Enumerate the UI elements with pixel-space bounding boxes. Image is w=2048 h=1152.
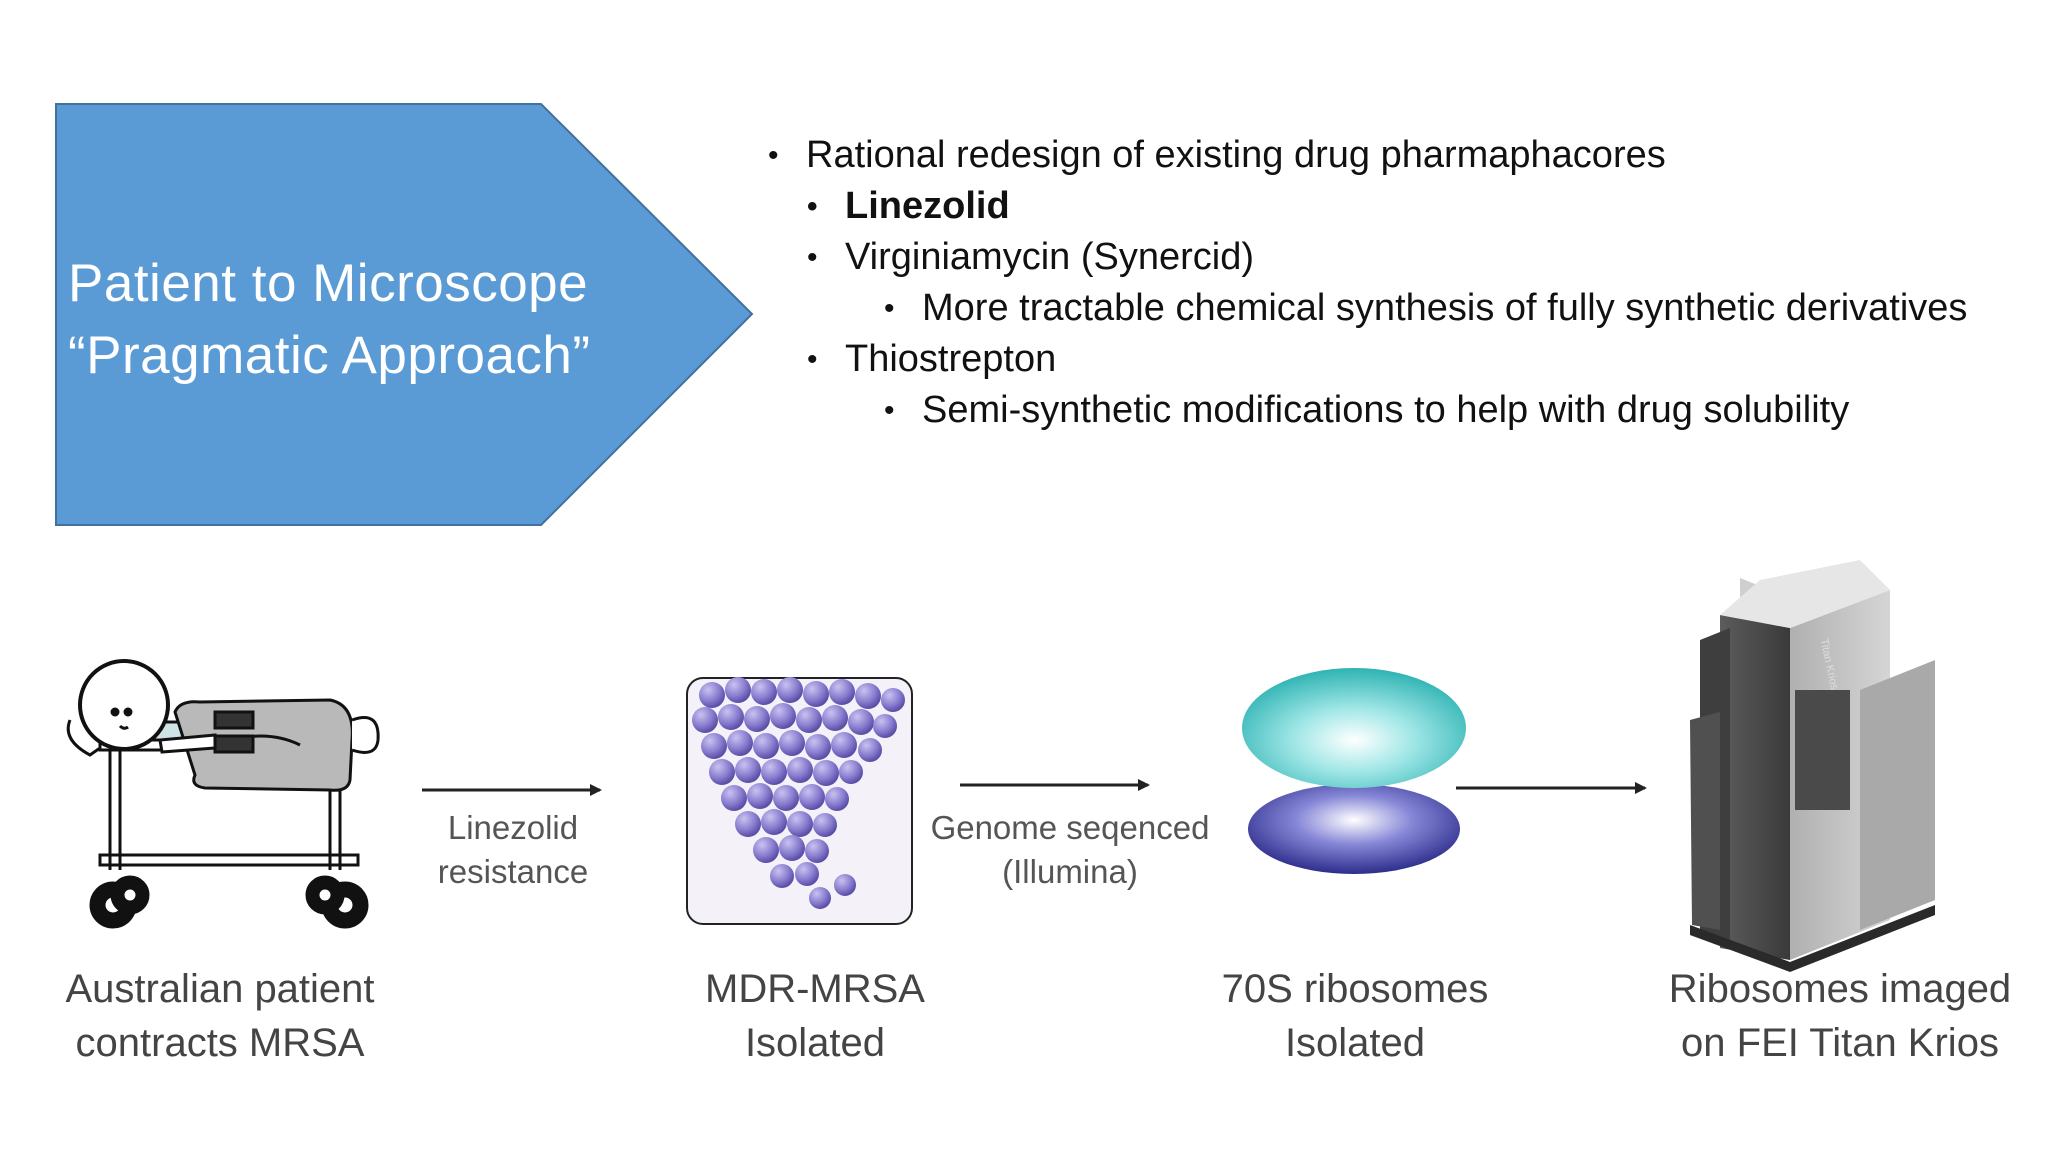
bullet-text: More tractable chemical synthesis of ful… bbox=[922, 287, 1968, 329]
step-caption-patient: Australian patient contracts MRSA bbox=[20, 962, 420, 1070]
bullet-dot-icon: • bbox=[768, 139, 779, 172]
caption-line-2: contracts MRSA bbox=[75, 1021, 365, 1065]
bullet-text: Semi-synthetic modifications to help wit… bbox=[922, 389, 1850, 431]
caption-line-1: MDR-MRSA bbox=[705, 967, 925, 1011]
ribosome-icon bbox=[1242, 668, 1466, 874]
caption-line-2: on FEI Titan Krios bbox=[1681, 1021, 1999, 1065]
bullet-list: • Rational redesign of existing drug phar… bbox=[768, 130, 2008, 436]
bullet-item: • More tractable chemical synthesis of fu… bbox=[768, 283, 1982, 334]
patient-on-gurney-icon bbox=[66, 659, 380, 929]
arrow-label-2-line-1: Genome seqenced bbox=[930, 809, 1210, 846]
bullet-text: Linezolid bbox=[845, 185, 1010, 227]
bullet-text: Virginiamycin (Synercid) bbox=[845, 236, 1254, 278]
bullet-item: • Rational redesign of existing drug phar… bbox=[768, 130, 2008, 181]
bullet-dot-icon: • bbox=[807, 343, 818, 376]
caption-line-1: Australian patient bbox=[65, 967, 375, 1011]
bullet-text: Rational redesign of existing drug pharm… bbox=[806, 134, 1666, 176]
caption-line-1: 70S ribosomes bbox=[1221, 967, 1489, 1011]
bullet-dot-icon: • bbox=[807, 190, 818, 223]
caption-line-2: Isolated bbox=[744, 1021, 886, 1065]
bullet-dot-icon: • bbox=[807, 241, 818, 274]
bullet-item: • Linezolid bbox=[768, 181, 2008, 232]
microscope-image bbox=[1690, 560, 1935, 972]
bullet-item: • Virginiamycin (Synercid) bbox=[768, 232, 2008, 283]
title-line-2: “Pragmatic Approach” bbox=[68, 326, 591, 385]
step-caption-bacteria: MDR-MRSA Isolated bbox=[640, 962, 990, 1070]
title-line-1: Patient to Microscope bbox=[68, 254, 589, 313]
bullet-dot-icon: • bbox=[884, 394, 895, 427]
title-box: Patient to Microscope “Pragmatic Approac… bbox=[68, 248, 668, 392]
bullet-item: • Thiostrepton bbox=[768, 334, 2008, 385]
arrow-label-1: Linezolid resistance bbox=[418, 806, 608, 894]
bullet-item: • Semi-synthetic modifications to help wi… bbox=[768, 385, 1982, 436]
caption-line-1: Ribosomes imaged bbox=[1668, 967, 2012, 1011]
bullet-dot-icon: • bbox=[884, 292, 895, 325]
step-caption-microscope: Ribosomes imaged on FEI Titan Krios bbox=[1640, 962, 2040, 1070]
step-caption-ribosome: 70S ribosomes Isolated bbox=[1165, 962, 1545, 1070]
arrow-label-2: Genome seqenced (Illumina) bbox=[905, 806, 1235, 894]
bacteria-cluster-image bbox=[686, 677, 913, 925]
bullet-text: Thiostrepton bbox=[845, 338, 1057, 380]
arrow-label-1-line-2: resistance bbox=[437, 853, 589, 890]
caption-line-2: Isolated bbox=[1284, 1021, 1426, 1065]
arrow-label-2-line-2: (Illumina) bbox=[1002, 853, 1138, 890]
arrow-label-1-line-1: Linezolid bbox=[447, 809, 579, 846]
